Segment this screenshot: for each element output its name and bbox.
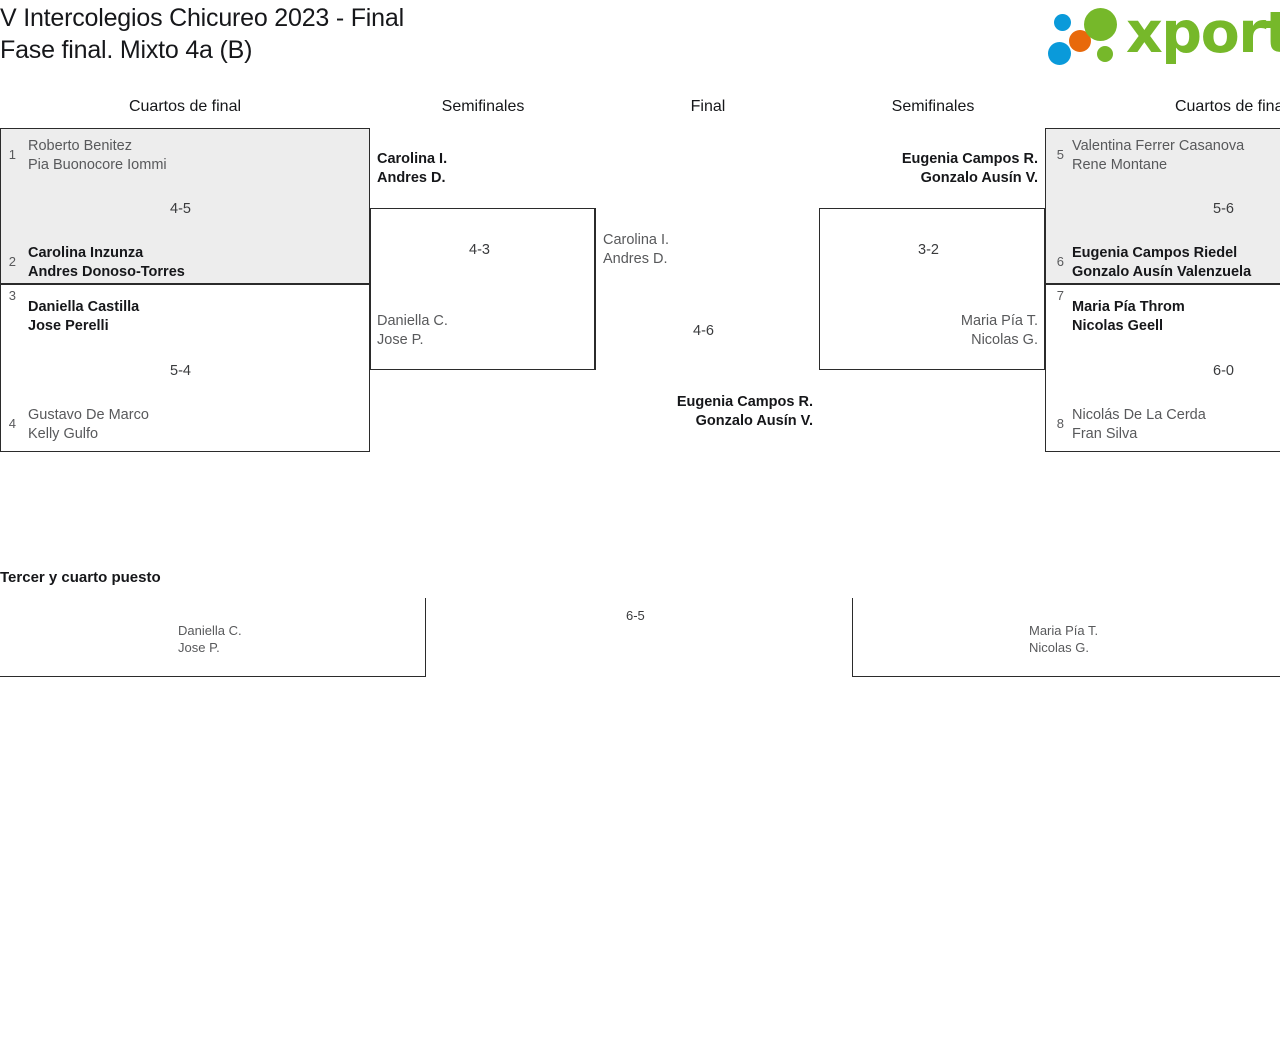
- seed-number-8: 8: [1056, 416, 1064, 431]
- seed-number-5: 5: [1056, 147, 1064, 162]
- team-right-sf-bottom: Maria Pía T. Nicolas G.: [838, 312, 1038, 350]
- team-player-1: Carolina Inzunza: [28, 245, 144, 261]
- round-header-right-semifinals: Semifinales: [891, 98, 975, 115]
- team-left-sf-bottom: Daniella C. Jose P.: [377, 312, 448, 350]
- seed-number-3: 3: [8, 288, 16, 303]
- team-right-sf-top: Eugenia Campos R. Gonzalo Ausín V.: [838, 150, 1038, 188]
- team-player-1: Eugenia Campos R.: [901, 151, 1038, 167]
- page-title: V Intercolegios Chicureo 2023 - Final Fa…: [0, 2, 900, 66]
- team-player-2: Gonzalo Ausín V.: [695, 413, 813, 429]
- seed-number-2: 2: [8, 254, 16, 269]
- match-box-left-qf-1[interactable]: [0, 128, 370, 284]
- logo-dot-green-large: [1084, 8, 1117, 41]
- team-player-1: Daniella C.: [377, 313, 448, 329]
- score-right-qf-1: 5-6: [1213, 201, 1234, 217]
- logo-dot-green-small: [1097, 46, 1113, 62]
- team-player-1: Daniella Castilla: [28, 299, 140, 315]
- match-box-left-qf-2[interactable]: [0, 284, 370, 452]
- seed-number-7: 7: [1056, 288, 1064, 303]
- team-player-1: Gustavo De Marco: [28, 407, 149, 423]
- team-player-2: Pia Buonocore Iommi: [28, 157, 167, 173]
- team-third-place-right: Maria Pía T. Nicolas G.: [1029, 622, 1098, 656]
- team-final-top: Carolina I. Andres D.: [603, 231, 669, 269]
- team-left-sf-top: Carolina I. Andres D.: [377, 150, 447, 188]
- page-title-line-2: Fase final. Mixto 4a (B): [0, 36, 253, 64]
- team-right-qf-1-top: Valentina Ferrer Casanova Rene Montane: [1072, 137, 1244, 175]
- seed-number-4: 4: [8, 416, 16, 431]
- team-player-1: Carolina I.: [603, 232, 670, 248]
- team-player-2: Nicolas Geell: [1072, 318, 1164, 334]
- logo-dot-blue-small: [1054, 14, 1071, 31]
- team-player-1: Maria Pía Throm: [1072, 299, 1185, 315]
- third-place-box-right[interactable]: [852, 598, 1280, 677]
- score-left-semifinal: 4-3: [469, 242, 490, 258]
- score-right-qf-2: 6-0: [1213, 363, 1234, 379]
- team-right-qf-1-bottom: Eugenia Campos Riedel Gonzalo Ausín Vale…: [1072, 244, 1251, 282]
- score-right-semifinal: 3-2: [918, 242, 939, 258]
- team-left-qf-1-top: Roberto Benitez Pia Buonocore Iommi: [28, 137, 167, 175]
- team-right-qf-2-top: Maria Pía Throm Nicolas Geell: [1072, 298, 1185, 336]
- team-player-1: Roberto Benitez: [28, 138, 132, 154]
- team-player-1: Maria Pía T.: [1029, 623, 1099, 638]
- team-player-1: Daniella C.: [178, 623, 242, 638]
- round-header-left-quarterfinals: Cuartos de final: [128, 98, 242, 115]
- seed-number-6: 6: [1056, 254, 1064, 269]
- team-right-qf-2-bottom: Nicolás De La Cerda Fran Silva: [1072, 406, 1206, 444]
- team-player-1: Valentina Ferrer Casanova: [1072, 138, 1245, 154]
- page-title-line-1: V Intercolegios Chicureo 2023 - Final: [0, 4, 404, 32]
- match-box-right-semifinal[interactable]: [819, 208, 1045, 370]
- score-left-qf-1: 4-5: [170, 201, 191, 217]
- team-player-2: Rene Montane: [1072, 157, 1168, 173]
- xporty-logo: xporty: [1042, 0, 1280, 66]
- score-third-place: 6-5: [626, 608, 645, 623]
- team-final-champion: Eugenia Campos R. Gonzalo Ausín V.: [613, 393, 813, 431]
- team-player-2: Gonzalo Ausín V.: [920, 170, 1038, 186]
- logo-dot-orange: [1069, 30, 1091, 52]
- logo-wordmark: xporty: [1126, 0, 1280, 66]
- round-header-left-semifinals: Semifinales: [441, 98, 525, 115]
- team-player-2: Nicolas G.: [1029, 640, 1089, 655]
- team-player-2: Jose P.: [178, 640, 220, 655]
- team-player-1: Maria Pía T.: [960, 313, 1038, 329]
- team-player-1: Eugenia Campos R.: [676, 394, 813, 410]
- team-left-qf-2-top: Daniella Castilla Jose Perelli: [28, 298, 139, 336]
- team-left-qf-2-bottom: Gustavo De Marco Kelly Gulfo: [28, 406, 149, 444]
- team-player-1: Nicolás De La Cerda: [1072, 407, 1206, 423]
- team-player-2: Jose Perelli: [28, 318, 109, 334]
- team-player-1: Carolina I.: [377, 151, 448, 167]
- round-header-right-quarterfinals: Cuartos de final: [1174, 98, 1280, 115]
- team-player-2: Andres Donoso-Torres: [28, 264, 185, 280]
- team-player-2: Andres D.: [377, 170, 446, 186]
- team-player-2: Kelly Gulfo: [28, 426, 99, 442]
- team-player-2: Andres D.: [603, 251, 668, 267]
- team-player-1: Eugenia Campos Riedel: [1072, 245, 1238, 261]
- score-final: 4-6: [693, 323, 714, 339]
- team-player-2: Nicolas G.: [971, 332, 1038, 348]
- team-left-qf-1-bottom: Carolina Inzunza Andres Donoso-Torres: [28, 244, 185, 282]
- match-box-right-qf-2[interactable]: [1045, 284, 1280, 452]
- seed-number-1: 1: [8, 147, 16, 162]
- third-place-box-left[interactable]: [0, 598, 426, 677]
- final-connector-left: [595, 208, 596, 370]
- third-place-title: Tercer y cuarto puesto: [0, 569, 161, 586]
- round-header-final: Final: [690, 98, 726, 115]
- team-third-place-left: Daniella C. Jose P.: [178, 622, 242, 656]
- team-player-2: Gonzalo Ausín Valenzuela: [1072, 264, 1252, 280]
- match-box-left-semifinal[interactable]: [370, 208, 595, 370]
- team-player-2: Jose P.: [377, 332, 424, 348]
- team-player-2: Fran Silva: [1072, 426, 1138, 442]
- score-left-qf-2: 5-4: [170, 363, 191, 379]
- match-box-right-qf-1[interactable]: [1045, 128, 1280, 284]
- logo-dot-blue-large: [1048, 42, 1071, 65]
